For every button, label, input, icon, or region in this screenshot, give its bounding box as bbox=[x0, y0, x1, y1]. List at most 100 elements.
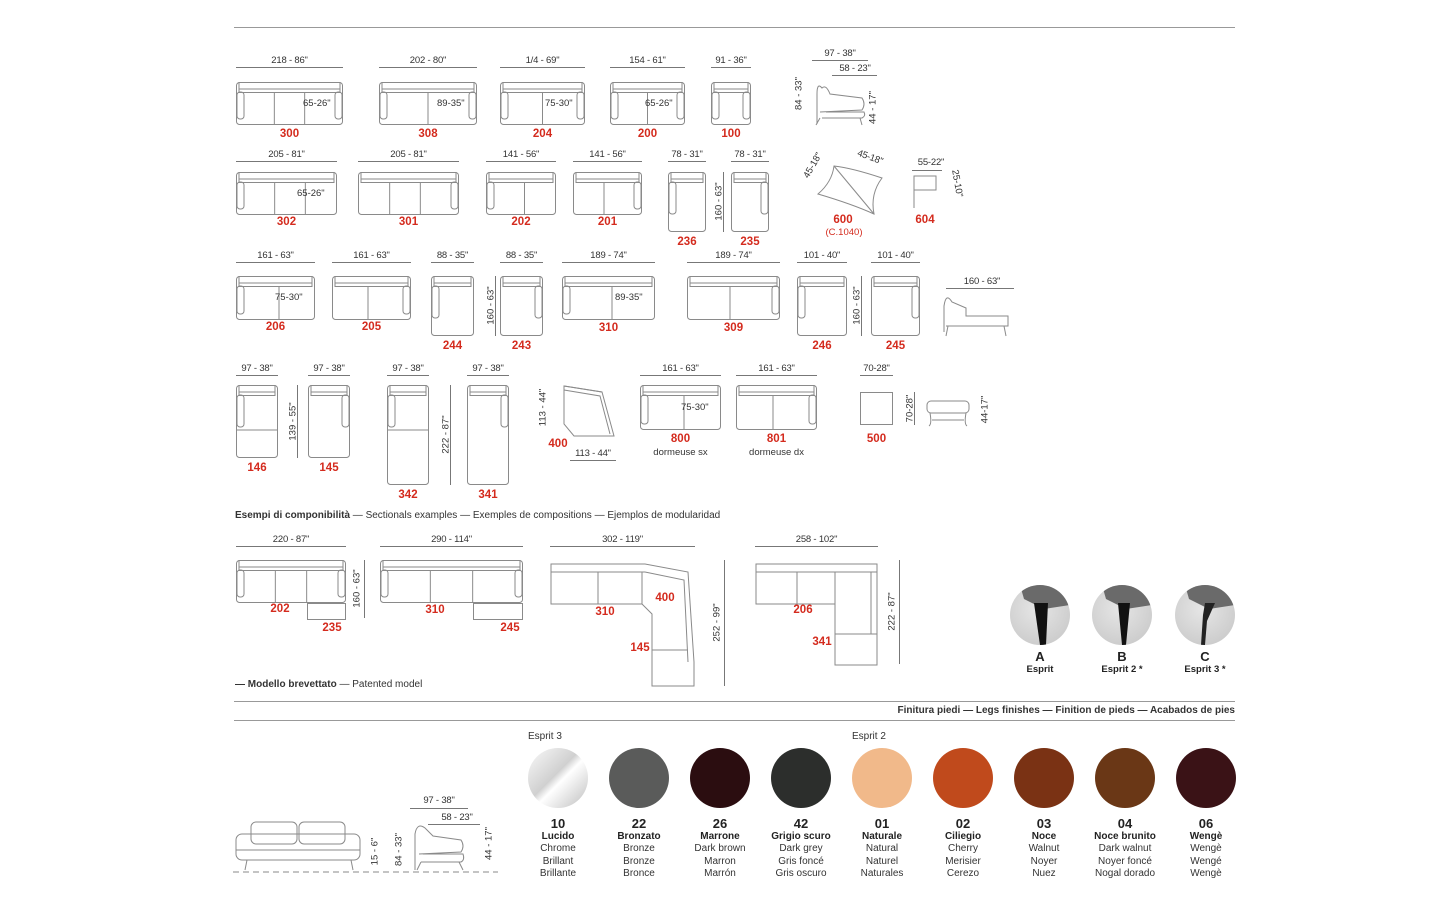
armchair-side-drawing bbox=[815, 85, 866, 126]
corner-sectional-drawing bbox=[755, 563, 878, 666]
dimension-line bbox=[755, 546, 878, 547]
finish-color-sample bbox=[1095, 748, 1155, 808]
module-code: 243 bbox=[511, 340, 532, 352]
finish-color-sample bbox=[528, 748, 588, 808]
finish-color-sample bbox=[771, 748, 831, 808]
finish-color-sample bbox=[933, 748, 993, 808]
example-module-code: 202 bbox=[270, 603, 290, 615]
sofa-module-drawing bbox=[668, 172, 706, 232]
dimension-line bbox=[573, 161, 642, 162]
headrest-drawing bbox=[913, 175, 937, 208]
sofa-module-drawing bbox=[500, 82, 585, 125]
sofa-module-drawing bbox=[236, 276, 315, 320]
corner-code: 400 bbox=[548, 438, 568, 450]
seat-depth-label: 58 - 23" bbox=[441, 812, 473, 823]
dimension-line bbox=[832, 75, 877, 76]
sofa-module-drawing bbox=[431, 276, 474, 336]
seat-depth-label: 89-35" bbox=[615, 292, 643, 303]
sofa-module-drawing bbox=[236, 172, 337, 215]
section-title-rest: — Sectionals examples — Exemples de comp… bbox=[350, 510, 721, 521]
finish-code: 01 bbox=[874, 816, 890, 831]
leg-name: Esprit bbox=[1026, 664, 1054, 675]
finish-name-it: Grigio scuro bbox=[771, 830, 831, 842]
finish-name-it: Naturale bbox=[861, 830, 902, 842]
finish-name-it: Wengè bbox=[1189, 830, 1223, 842]
sofa-module-drawing bbox=[380, 560, 523, 603]
module-width-label: 189 - 74" bbox=[715, 250, 752, 261]
finish-name-fr: Noyer bbox=[1030, 855, 1058, 867]
finish-name-es: Bronce bbox=[623, 868, 655, 879]
chaise-drawing bbox=[307, 603, 346, 620]
module-code: 245 bbox=[885, 340, 906, 352]
dimension-line bbox=[736, 375, 817, 376]
module-code: 801 bbox=[766, 433, 787, 445]
divider bbox=[234, 720, 1235, 721]
leg-letter: C bbox=[1200, 649, 1210, 664]
module-width-label: 1/4 - 69" bbox=[525, 55, 560, 66]
pouf-side-drawing bbox=[926, 400, 970, 427]
corner-width-label: 113 - 44" bbox=[575, 448, 611, 459]
module-width-label: 78 - 31" bbox=[734, 149, 766, 160]
module-depth-label: 160 - 63" bbox=[713, 182, 725, 221]
leg-image bbox=[1175, 585, 1235, 645]
finish-code: 42 bbox=[793, 816, 809, 831]
dimension-line bbox=[640, 375, 721, 376]
dimension-line bbox=[912, 170, 942, 171]
example-depth-label: 160 - 63" bbox=[351, 569, 363, 608]
dimension-line bbox=[724, 560, 725, 686]
module-width-label: 97 - 38" bbox=[472, 363, 504, 374]
finish-name-en: Dark walnut bbox=[1098, 843, 1152, 854]
seat-depth-label: 75-30" bbox=[681, 401, 709, 413]
leg-letter: B bbox=[1117, 649, 1127, 664]
module-code: 205 bbox=[361, 321, 382, 333]
finish-name-en: Cherry bbox=[947, 843, 978, 854]
finish-name-it: Marrone bbox=[700, 830, 740, 842]
corner-height-label: 113 - 44" bbox=[537, 388, 549, 427]
finish-name-fr: Merisier bbox=[945, 855, 981, 867]
chaise-length-label: 160 - 63" bbox=[963, 276, 1001, 287]
finish-name-en: Bronze bbox=[623, 843, 655, 854]
finish-name-es: Brillante bbox=[539, 868, 577, 879]
module-width-label: 91 - 36" bbox=[715, 55, 747, 66]
module-code: 302 bbox=[276, 216, 297, 228]
finish-code: 22 bbox=[631, 816, 647, 831]
height-label: 84 - 33" bbox=[393, 833, 405, 866]
headrest-code: 604 bbox=[915, 214, 935, 226]
sofa-module-drawing bbox=[797, 276, 847, 336]
dimension-line bbox=[486, 161, 556, 162]
seat-depth-label: 75-30" bbox=[275, 292, 303, 303]
module-code: 201 bbox=[597, 216, 618, 228]
finish-name-es: Marrón bbox=[704, 868, 736, 879]
finish-name-es: Gris oscuro bbox=[775, 868, 827, 879]
dimension-line bbox=[860, 375, 893, 376]
example-depth-label: 252 - 99" bbox=[711, 603, 723, 642]
module-code: 341 bbox=[478, 489, 498, 501]
dimension-line bbox=[236, 67, 343, 68]
module-width-label: 218 - 86" bbox=[271, 55, 308, 66]
module-code: 244 bbox=[442, 340, 463, 352]
finish-name-it: Lucido bbox=[541, 830, 575, 842]
module-width-label: 78 - 31" bbox=[671, 149, 703, 160]
sofa-module-drawing bbox=[562, 276, 655, 320]
sofa-module-drawing bbox=[736, 385, 817, 430]
finish-name-it: Noce brunito bbox=[1094, 830, 1156, 842]
finish-color-sample bbox=[1014, 748, 1074, 808]
dimension-line bbox=[410, 808, 468, 809]
section-title-bold: Esempi di componibilità bbox=[235, 510, 351, 521]
dimension-line bbox=[562, 262, 655, 263]
dimension-line bbox=[236, 375, 278, 376]
module-code: 202 bbox=[511, 216, 531, 228]
module-note: dormeuse sx bbox=[653, 447, 708, 458]
